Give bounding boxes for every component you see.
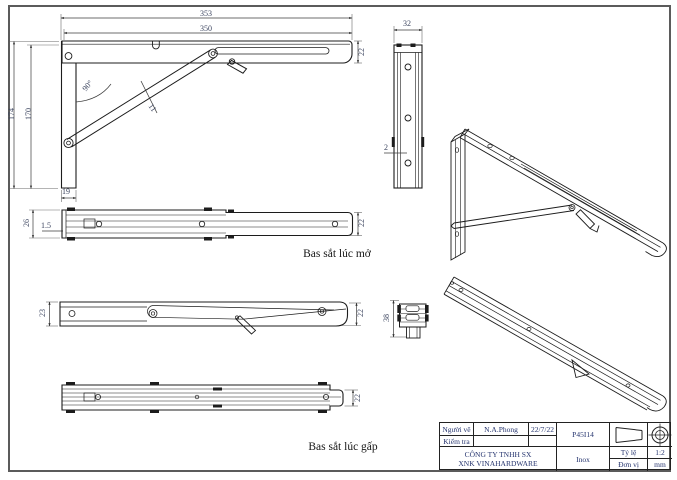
- end-view-linework: [390, 300, 429, 339]
- drawing-number: P45I14: [557, 423, 610, 447]
- checked-label: Kiểm tra: [440, 436, 474, 447]
- projection-symbol-cell: [610, 423, 648, 447]
- dim-22-top-open: 22: [357, 219, 366, 227]
- title-block: Người vẽ N.A.Phong 22/7/22 Kiểm tra P45I…: [439, 422, 672, 471]
- company-line2: XNK VINAHARDWARE: [458, 459, 538, 468]
- dim-19: 19: [62, 187, 70, 196]
- dim-26: 26: [22, 219, 31, 227]
- projection-symbol-icon: [615, 426, 642, 443]
- unit-value: mm: [654, 460, 666, 470]
- dim-38: 38: [382, 314, 391, 322]
- iso-open-linework: [450, 128, 667, 261]
- dim-32: 32: [403, 19, 411, 28]
- date-value: 22/7/22: [529, 423, 557, 436]
- drawn-by-label: Người vẽ: [440, 423, 474, 436]
- caption-open: Bas sắt lúc mở: [303, 248, 371, 260]
- caption-folded: Bas sắt lúc gấp: [308, 441, 378, 453]
- checked-date-value: [529, 436, 557, 447]
- drawing-frame: [8, 5, 671, 472]
- dim-2: 2: [384, 143, 388, 152]
- dim-22-front: 22: [357, 48, 366, 56]
- dim-174: 174: [7, 108, 16, 120]
- top-folded-linework: [61, 382, 358, 413]
- company-line1: CÔNG TY TNHH SX: [464, 450, 532, 459]
- iso-folded-linework: [443, 276, 667, 412]
- top-open-linework: [29, 207, 362, 241]
- front-view-linework: [10, 14, 362, 202]
- company-name: CÔNG TY TNHH SX XNK VINAHARDWARE: [440, 447, 557, 471]
- dim-23: 23: [38, 309, 47, 317]
- side-folded-linework: [46, 301, 361, 335]
- checked-by-value: [474, 436, 529, 447]
- target-symbol-icon: [648, 423, 672, 446]
- unit-label: Đơn vị: [610, 458, 648, 471]
- scale-label: Tỷ lệ: [610, 447, 648, 459]
- side-view-linework: [384, 26, 425, 189]
- dim-22-side-folded: 22: [356, 309, 365, 317]
- dim-353: 353: [200, 9, 212, 18]
- dim-350: 350: [200, 24, 212, 33]
- dim-170: 170: [24, 108, 33, 120]
- target-symbol-cell: [648, 423, 672, 447]
- drawn-by-value: N.A.Phong: [474, 423, 529, 436]
- scale-value: 1:2: [648, 447, 672, 459]
- dim-22-top-folded: 22: [353, 394, 362, 402]
- material-value: Inox: [557, 447, 610, 471]
- dim-1-5: 1.5: [41, 221, 51, 230]
